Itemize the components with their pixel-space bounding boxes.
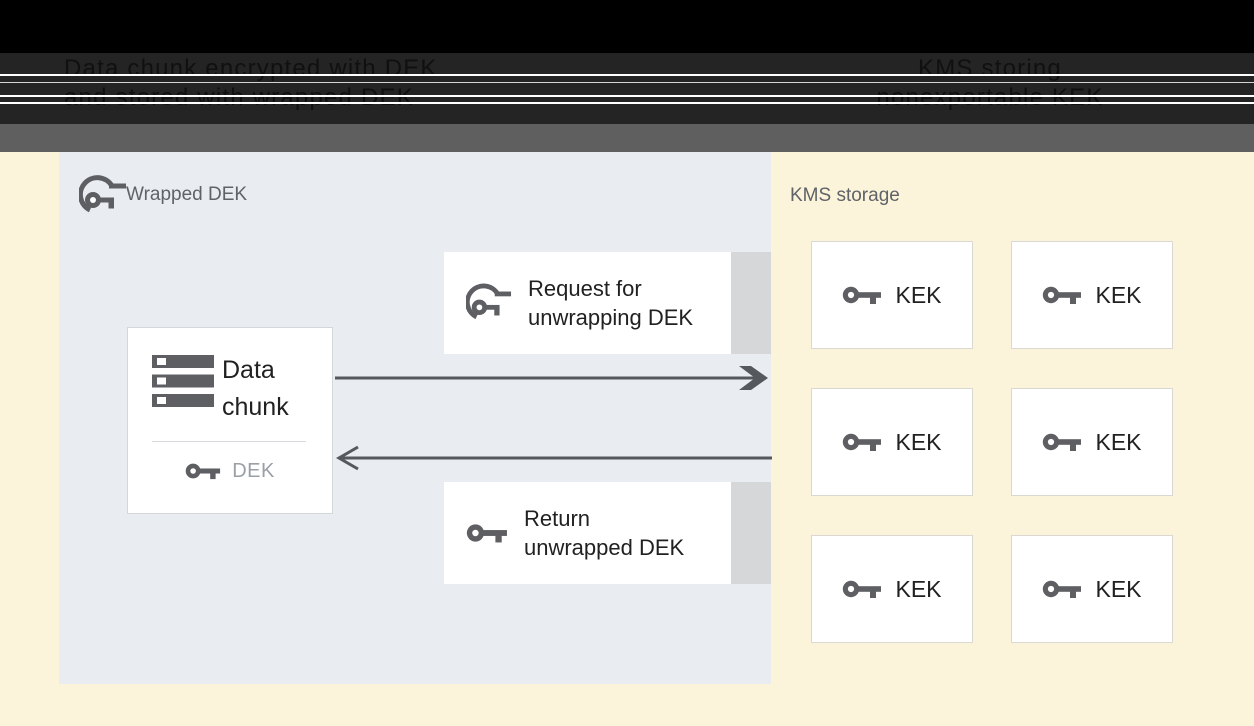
caption-line: nonexportable KEK [876,84,1104,111]
kms-storage-label: KMS storage [790,185,900,206]
kek-card: KEK [811,535,973,643]
kek-label: KEK [895,428,942,455]
kek-label: KEK [895,281,942,308]
card-edge-strip [731,482,771,584]
caption-kms: KMS storing nonexportable KEK [830,54,1150,112]
glitch-line [0,95,1254,97]
glitch-line [0,102,1254,104]
request-arrow [335,366,768,390]
key-icon [843,286,882,304]
key-icon [466,524,507,543]
kek-card: KEK [811,388,973,496]
card-edge-strip [731,252,771,354]
request-unwrap-card: Request for unwrapping DEK [444,252,731,354]
return-unwrapped-label: Return unwrapped DEK [524,506,685,560]
kek-card: KEK [1011,388,1173,496]
return-unwrapped-card: Return unwrapped DEK [444,482,731,584]
data-chunk-card: Data chunk DEK [127,327,333,514]
kek-card: KEK [811,241,973,349]
header-caption-band [0,53,1254,124]
key-icon [843,580,882,598]
header-gray-band [0,124,1254,152]
kek-card: KEK [1011,535,1173,643]
dek-row: DEK [128,456,332,486]
key-icon [843,433,882,451]
data-chunk-title: Data chunk [222,356,289,421]
kek-label: KEK [1095,575,1142,602]
kek-card: KEK [1011,241,1173,349]
kek-label: KEK [1095,428,1142,455]
kek-label: KEK [1095,281,1142,308]
caption-data-chunk: Data chunk encrypted with DEK and stored… [64,54,438,112]
kek-label: KEK [895,575,942,602]
caption-line: and stored with wrapped DEK [64,84,414,111]
data-chunk-icon [152,355,214,407]
caption-line: KMS storing [918,55,1062,82]
key-icon [1043,580,1082,598]
glitch-line [0,74,1254,76]
request-unwrap-label: Request for unwrapping DEK [528,276,694,330]
wrapped-dek-label: Wrapped DEK [126,184,248,205]
glitch-line [0,82,1254,83]
dek-label: DEK [232,459,275,482]
wrapped-key-icon [466,283,512,319]
wrapped-key-icon [79,175,126,213]
key-icon [1043,286,1082,304]
divider [152,441,306,442]
key-icon [1043,433,1082,451]
caption-line: Data chunk encrypted with DEK [64,55,438,82]
key-icon [185,463,221,480]
return-arrow [336,445,772,471]
header-top-bar [0,0,1254,53]
